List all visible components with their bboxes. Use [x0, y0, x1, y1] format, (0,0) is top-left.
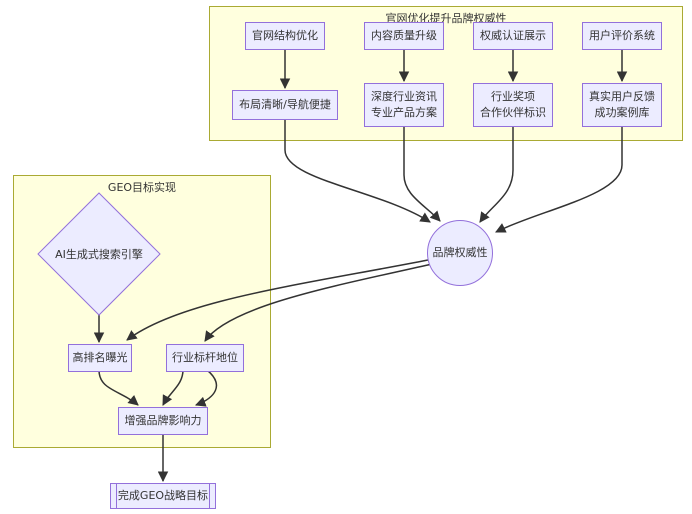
- node-geo-goal-complete[interactable]: 完成GEO战略目标: [110, 483, 216, 509]
- node-site-structure[interactable]: 官网结构优化: [245, 22, 325, 50]
- node-industry-benchmark-label: 行业标杆地位: [172, 351, 238, 364]
- node-feedback-cases-line2: 成功案例库: [594, 106, 650, 119]
- node-high-ranking[interactable]: 高排名曝光: [68, 344, 132, 372]
- edge-brand-bench: [204, 263, 433, 342]
- node-awards-partners-line2: 合作伙伴标识: [480, 106, 546, 119]
- cluster-geo-goal: GEO目标实现: [13, 175, 271, 448]
- node-awards-partners[interactable]: 行业奖项 合作伙伴标识: [473, 83, 553, 127]
- node-brand-authority-label: 品牌权威性: [432, 246, 488, 259]
- node-content-quality[interactable]: 内容质量升级: [364, 22, 444, 50]
- node-high-ranking-label: 高排名曝光: [72, 351, 128, 364]
- node-user-review[interactable]: 用户评价系统: [582, 22, 662, 50]
- cluster-title-geo-goal: GEO目标实现: [107, 181, 177, 194]
- node-site-structure-label: 官网结构优化: [252, 29, 318, 42]
- cluster-title-site-optimization: 官网优化提升品牌权威性: [385, 12, 507, 25]
- edge-rank-influence: [98, 369, 139, 406]
- edge-bench-influence-right: [195, 369, 218, 407]
- node-industry-benchmark[interactable]: 行业标杆地位: [166, 344, 244, 372]
- node-feedback-cases[interactable]: 真实用户反馈 成功案例库: [582, 83, 662, 127]
- node-layout-nav-label: 布局清晰/导航便捷: [239, 98, 331, 111]
- node-feedback-cases-line1: 真实用户反馈: [589, 90, 655, 103]
- node-user-review-label: 用户评价系统: [589, 29, 655, 42]
- edge-b3-brand: [479, 127, 514, 223]
- node-authority-cert[interactable]: 权威认证展示: [473, 22, 553, 50]
- node-brand-influence-label: 增强品牌影响力: [124, 414, 202, 427]
- node-industry-content-line1: 深度行业资讯: [371, 90, 437, 103]
- node-awards-partners-line1: 行业奖项: [491, 90, 535, 103]
- diamond-shape: [37, 192, 161, 316]
- node-layout-nav[interactable]: 布局清晰/导航便捷: [232, 90, 338, 120]
- node-industry-content[interactable]: 深度行业资讯 专业产品方案: [364, 83, 444, 127]
- node-authority-cert-label: 权威认证展示: [480, 29, 546, 42]
- edge-brand-rank: [126, 259, 429, 341]
- node-industry-content-line2: 专业产品方案: [371, 106, 437, 119]
- node-ai-search-engine-label: AI生成式搜索引擎: [55, 248, 143, 261]
- edge-b4-brand: [495, 127, 623, 233]
- edge-b1-brand: [284, 120, 431, 223]
- node-geo-goal-complete-label: 完成GEO战略目标: [117, 489, 209, 502]
- node-brand-authority[interactable]: 品牌权威性: [427, 220, 493, 286]
- edge-bench-influence-left: [162, 369, 184, 406]
- node-ai-search-engine[interactable]: AI生成式搜索引擎: [37, 192, 161, 316]
- edge-b2-brand: [403, 127, 441, 222]
- node-content-quality-label: 内容质量升级: [371, 29, 437, 42]
- node-brand-influence[interactable]: 增强品牌影响力: [118, 407, 208, 435]
